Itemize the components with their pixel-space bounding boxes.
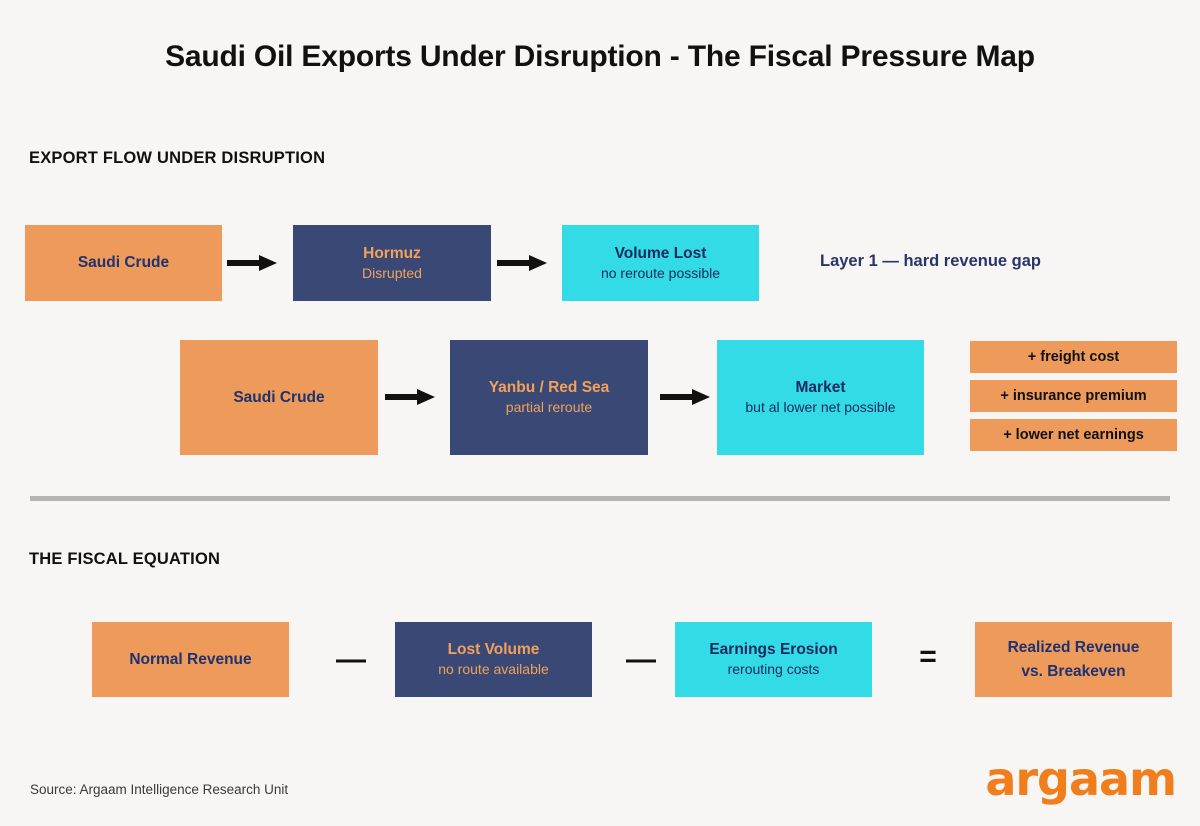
- section-heading-fiscal-equation: THE FISCAL EQUATION: [29, 550, 221, 568]
- cost-chip-insurance: + insurance premium: [970, 380, 1177, 412]
- section-divider: [30, 496, 1170, 501]
- equation-term-subtitle: rerouting costs: [727, 661, 820, 678]
- equation-term-earnings-erosion: Earnings Erosion rerouting costs: [675, 622, 872, 697]
- equation-term-realized-revenue: Realized Revenue vs. Breakeven: [975, 622, 1172, 697]
- argaam-logo: argaam: [985, 752, 1177, 806]
- arrow-right-icon: [385, 386, 437, 408]
- flow-box-saudi-crude-row2: Saudi Crude: [180, 340, 378, 455]
- equation-term-title-line2: vs. Breakeven: [1021, 662, 1126, 680]
- flow-box-title: Volume Lost: [614, 244, 707, 262]
- equation-term-title: Normal Revenue: [129, 650, 252, 668]
- equation-term-subtitle: no route available: [438, 661, 549, 678]
- flow-box-subtitle: partial reroute: [505, 399, 593, 416]
- flow-box-subtitle: no reroute possible: [600, 264, 721, 281]
- equation-term-title: Earnings Erosion: [709, 641, 838, 659]
- equation-term-title: Realized Revenue: [1007, 639, 1140, 657]
- flow-box-subtitle: Disrupted: [362, 264, 422, 281]
- flow-box-hormuz: Hormuz Disrupted: [293, 225, 491, 301]
- operator-minus-1: —: [336, 643, 366, 676]
- flow-box-title: Market: [795, 379, 846, 397]
- flow-box-title: Hormuz: [363, 244, 421, 262]
- equation-term-normal-revenue: Normal Revenue: [92, 622, 289, 697]
- arrow-right-icon: [497, 252, 549, 274]
- cost-chip-lower-net-earnings: + lower net earnings: [970, 419, 1177, 451]
- flow-box-title: Yanbu / Red Sea: [488, 379, 610, 397]
- flow-box-title: Saudi Crude: [233, 388, 325, 406]
- flow-box-market: Market but al lower net possible: [717, 340, 924, 455]
- layer-1-note: Layer 1 — hard revenue gap: [820, 252, 1042, 270]
- arrow-right-icon: [660, 386, 712, 408]
- cost-chip-freight: + freight cost: [970, 341, 1177, 373]
- flow-box-title: Saudi Crude: [77, 254, 170, 272]
- operator-minus-2: —: [626, 643, 656, 676]
- section-heading-export-flow: EXPORT FLOW UNDER DISRUPTION: [29, 149, 326, 167]
- arrow-right-icon: [227, 252, 279, 274]
- flow-box-saudi-crude-row1: Saudi Crude: [25, 225, 222, 301]
- operator-equals: =: [919, 640, 937, 673]
- equation-term-title: Lost Volume: [447, 641, 540, 659]
- equation-term-lost-volume: Lost Volume no route available: [395, 622, 592, 697]
- source-note: Source: Argaam Intelligence Research Uni…: [30, 782, 289, 797]
- flow-box-volume-lost: Volume Lost no reroute possible: [562, 225, 759, 301]
- page-title: Saudi Oil Exports Under Disruption - The…: [165, 40, 1035, 73]
- flow-box-subtitle: but al lower net possible: [745, 399, 896, 416]
- flow-box-yanbu-red-sea: Yanbu / Red Sea partial reroute: [450, 340, 648, 455]
